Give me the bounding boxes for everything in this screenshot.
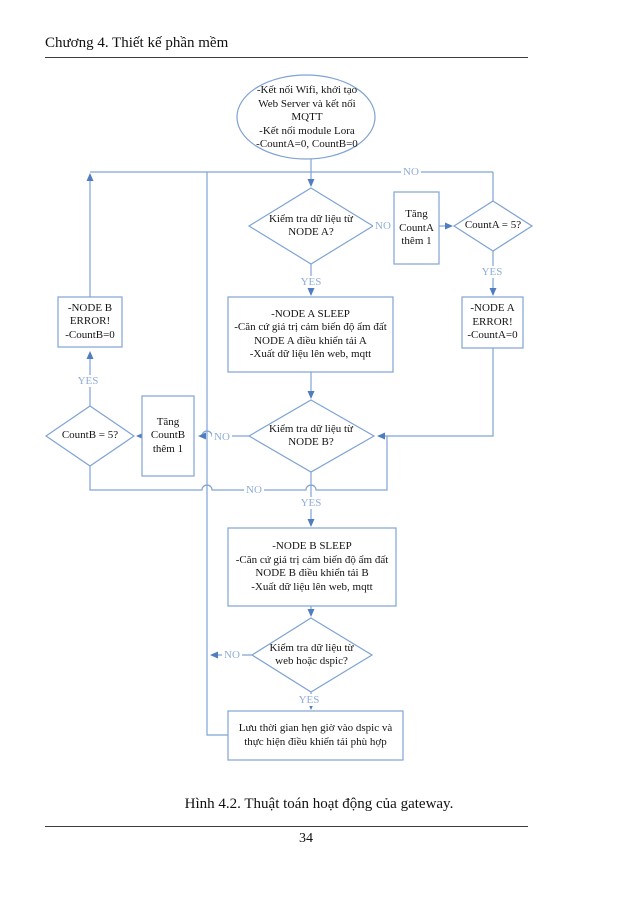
shape-process-inc-countb — [141, 395, 195, 477]
label-yes-check-node-a: YES — [298, 276, 324, 288]
label-no-check-node-b: NO — [212, 431, 232, 443]
shape-process-inc-counta — [393, 191, 440, 265]
header-rule — [45, 57, 528, 58]
process-node-a-sleep: -NODE A SLEEP -Căn cứ giá trị cảm biến đ… — [234, 307, 387, 361]
shape-process-save-schedule — [227, 710, 404, 761]
shape-decision-check-node-a — [247, 187, 375, 265]
footer-rule — [45, 826, 528, 827]
shape-process-node-b-error — [57, 296, 123, 348]
shape-process-node-a-sleep — [227, 296, 394, 373]
process-inc-countb: Tăng CountB thêm 1 — [150, 415, 186, 455]
figure-caption: Hình 4.2. Thuật toán hoạt động của gatew… — [184, 796, 454, 812]
decision-countb-5: CountB = 5? — [61, 429, 119, 442]
shape-decision-check-node-b — [247, 399, 376, 473]
process-node-a-error: -NODE A ERROR! -CountA=0 — [467, 302, 518, 342]
label-no-check-web-dspic: NO — [222, 649, 242, 661]
shape-process-node-b-sleep — [227, 527, 397, 607]
label-yes-counta-5: YES — [479, 266, 505, 278]
start-terminator: -Kết nối Wifi, khởi tạo Web Server và kế… — [256, 84, 358, 151]
label-yes-check-node-b: YES — [298, 497, 324, 509]
label-yes-check-web-dspic: YES — [296, 694, 322, 706]
page-number: 34 — [299, 831, 313, 846]
process-node-b-error: -NODE B ERROR! -CountB=0 — [65, 301, 115, 341]
decision-check-node-b: Kiểm tra dữ liệu từ NODE B? — [268, 422, 353, 449]
shape-decision-countb-5 — [44, 405, 136, 467]
shape-decision-counta-5 — [452, 200, 534, 252]
shape-decision-check-web-dspic — [250, 617, 374, 693]
label-no-check-node-a: NO — [373, 220, 393, 232]
decision-counta-5: CountA = 5? — [464, 219, 522, 232]
shape-start-terminator — [236, 74, 376, 160]
decision-check-web-dspic: Kiểm tra dữ liệu từ web hoặc dspic? — [269, 641, 354, 668]
chapter-heading: Chương 4. Thiết kế phần mềm — [45, 35, 229, 51]
label-no-counta-loop: NO — [401, 166, 421, 178]
process-save-schedule: Lưu thời gian hẹn giờ vào dspic và thực … — [238, 722, 393, 748]
process-inc-counta: Tăng CountA thêm 1 — [399, 208, 434, 248]
process-node-b-sleep: -NODE B SLEEP -Căn cứ giá trị cảm biến đ… — [235, 540, 389, 593]
label-yes-countb-5: YES — [75, 375, 101, 387]
shape-process-node-a-error — [461, 296, 524, 349]
label-no-countb-5: NO — [244, 484, 264, 496]
decision-check-node-a: Kiểm tra dữ liệu từ NODE A? — [268, 212, 353, 239]
